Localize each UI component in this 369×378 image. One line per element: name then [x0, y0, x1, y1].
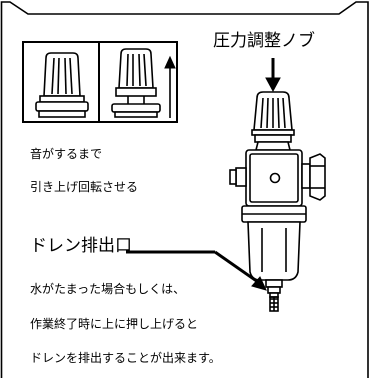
filter-regulator-illustration: [229, 91, 326, 312]
knob-callout-label: 圧力調整ノブ: [213, 31, 315, 51]
instruction-line-2: 引き上げ回転させる: [30, 180, 139, 194]
knob-pulled-icon: [111, 48, 161, 118]
instruction-line-1: 音がするまで: [30, 147, 103, 161]
up-arrow-icon: [164, 55, 176, 118]
drain-instruction-line-3: ドレンを排出することが出来ます。: [30, 351, 221, 365]
body-port-circle: [269, 172, 281, 184]
drain-instruction-line-2: 作業終了時に上に押し上げると: [30, 317, 199, 331]
knob-pointer-arrow: [265, 58, 281, 93]
drain-pointer-arrow: [126, 250, 267, 291]
drain-instruction-line-1: 水がたまった場合もしくは、: [30, 282, 186, 296]
drain-callout-label: ドレン排出口: [30, 236, 132, 256]
knob-pressed-icon: [35, 52, 89, 118]
